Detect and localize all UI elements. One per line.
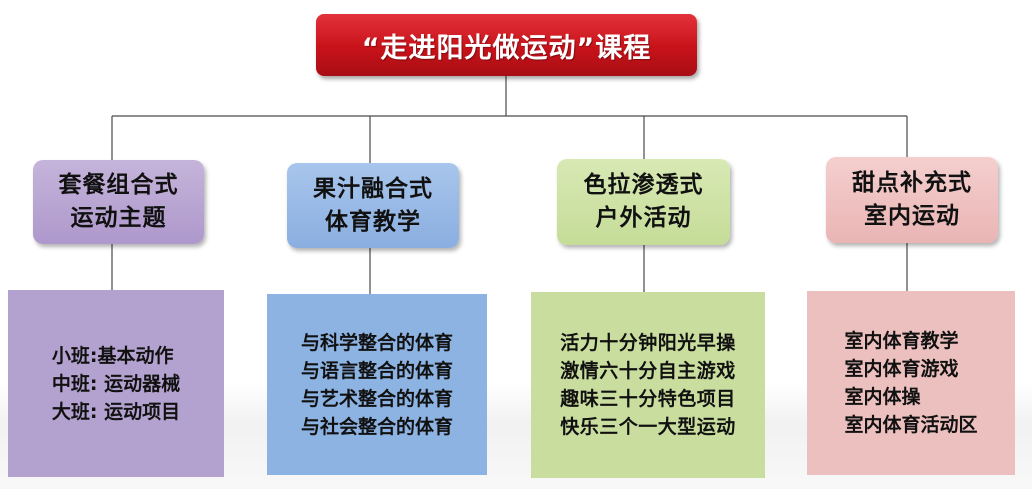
category-label-line-1: 套餐组合式 bbox=[58, 172, 179, 198]
detail-item: 室内体育游戏 bbox=[844, 358, 959, 380]
detail-item: 大班: 运动项目 bbox=[51, 400, 181, 423]
detail-box-2: 与科学整合的体育 与语言整合的体育 与艺术整合的体育 与社会整合的体育 bbox=[267, 294, 487, 475]
detail-item: 与语言整合的体育 bbox=[300, 359, 453, 382]
detail-item: 与社会整合的体育 bbox=[300, 415, 453, 438]
category-node-4: 甜点补充式 室内运动 bbox=[826, 157, 998, 243]
detail-item: 与科学整合的体育 bbox=[300, 331, 453, 354]
category-label-line-2: 运动主题 bbox=[70, 205, 167, 231]
detail-item: 中班: 运动器械 bbox=[51, 372, 181, 395]
detail-item: 趣味三十分特色项目 bbox=[560, 388, 736, 410]
detail-item: 小班:基本动作 bbox=[51, 344, 174, 367]
detail-item: 快乐三个一大型运动 bbox=[560, 416, 736, 438]
detail-list: 活力十分钟阳光早操 激情六十分自主游戏 趣味三十分特色项目 快乐三个一大型运动 bbox=[560, 329, 736, 441]
category-node-1: 套餐组合式 运动主题 bbox=[33, 160, 204, 244]
root-title: “走进阳光做运动”课程 bbox=[361, 32, 652, 64]
detail-list: 与科学整合的体育 与语言整合的体育 与艺术整合的体育 与社会整合的体育 bbox=[301, 329, 453, 441]
category-node-3: 色拉渗透式 户外活动 bbox=[557, 159, 730, 245]
detail-list: 室内体育教学 室内体育游戏 室内体操 室内体育活动区 bbox=[844, 327, 977, 439]
category-label-line-1: 色拉渗透式 bbox=[583, 172, 704, 198]
detail-item: 室内体育教学 bbox=[844, 330, 959, 352]
detail-item: 与艺术整合的体育 bbox=[300, 387, 453, 410]
category-label-line-2: 体育教学 bbox=[325, 208, 421, 235]
detail-box-1: 小班:基本动作 中班: 运动器械 大班: 运动项目 bbox=[8, 290, 224, 477]
category-label-line-2: 户外活动 bbox=[595, 205, 692, 231]
category-label-line-2: 室内运动 bbox=[864, 203, 960, 229]
category-label-line-1: 甜点补充式 bbox=[852, 170, 972, 196]
category-node-2: 果汁融合式 体育教学 bbox=[287, 163, 459, 248]
detail-item: 室内体育活动区 bbox=[844, 414, 978, 436]
detail-box-3: 活力十分钟阳光早操 激情六十分自主游戏 趣味三十分特色项目 快乐三个一大型运动 bbox=[531, 292, 765, 478]
detail-list: 小班:基本动作 中班: 运动器械 大班: 运动项目 bbox=[52, 342, 180, 426]
detail-box-4: 室内体育教学 室内体育游戏 室内体操 室内体育活动区 bbox=[807, 291, 1015, 475]
detail-item: 激情六十分自主游戏 bbox=[560, 360, 736, 382]
detail-item: 室内体操 bbox=[844, 386, 921, 408]
category-label-line-1: 果汁融合式 bbox=[313, 175, 433, 202]
root-node: “走进阳光做运动”课程 bbox=[316, 14, 697, 76]
detail-item: 活力十分钟阳光早操 bbox=[560, 332, 736, 354]
